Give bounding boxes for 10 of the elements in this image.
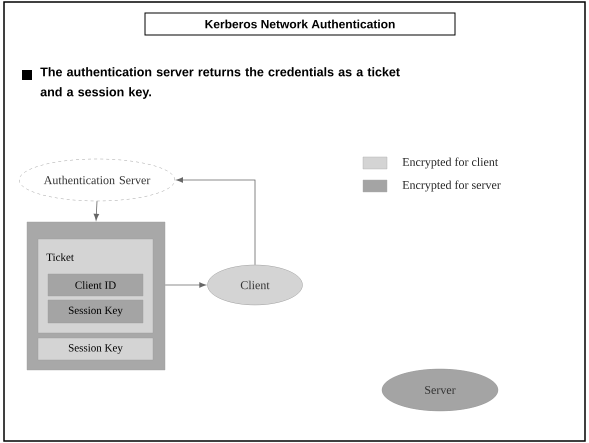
- legend-text: Encrypted for server: [402, 180, 501, 192]
- legend-text: Encrypted for client: [402, 157, 498, 168]
- field-box: Session Key: [48, 300, 144, 324]
- arrow: [176, 177, 256, 266]
- field-box: Session Key: [38, 338, 154, 360]
- title: Kerberos Network Authentication: [144, 12, 456, 36]
- arrow: [94, 200, 100, 221]
- bullet-text: The authentication server returns the credentials as a ticket and a session key.: [40, 67, 400, 99]
- field-box: Client ID: [48, 274, 144, 296]
- arrow: [164, 282, 206, 288]
